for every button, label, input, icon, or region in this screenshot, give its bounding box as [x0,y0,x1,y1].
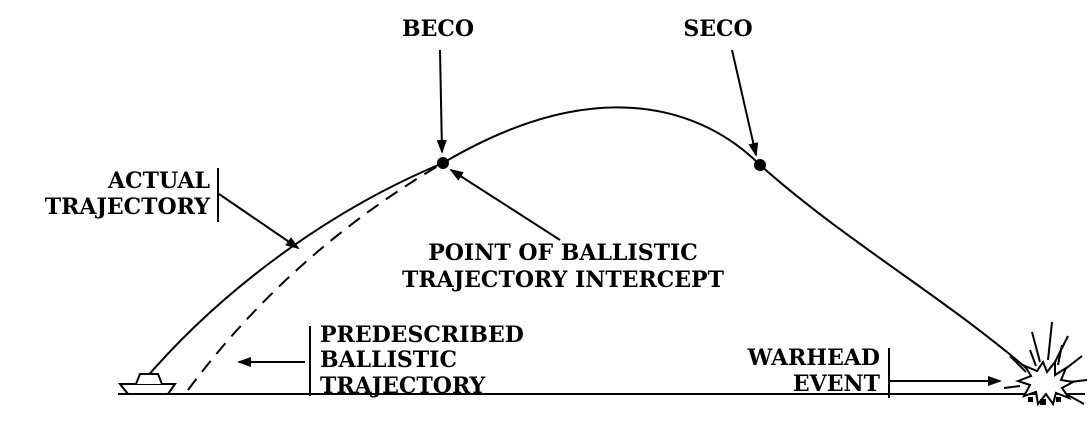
intercept-arrow [451,170,560,240]
actual-trajectory-arrow [219,194,298,248]
actual-trajectory-label-line-2: TRAJECTORY [45,194,211,220]
predescribed-label-line-2: BALLISTIC [320,347,457,373]
warhead-label-line-1: WARHEAD [747,345,880,371]
ship-icon [120,374,175,394]
burst-icon [1004,322,1087,404]
seco-label: SECO [683,16,752,42]
seco-arrow [732,50,756,155]
beco-point [437,157,449,169]
predescribed-label-line-1: PREDESCRIBED [320,322,524,348]
intercept-label-line-2: TRAJECTORY INTERCEPT [402,267,725,293]
actual-trajectory-label-line-1: ACTUAL [107,168,210,194]
seco-point [754,159,766,171]
warhead-label-line-2: EVENT [793,371,881,397]
intercept-label-line-1: POINT OF BALLISTIC [428,240,698,266]
beco-label: BECO [402,16,474,42]
predescribed-label-line-3: TRAJECTORY [320,373,486,399]
beco-arrow [440,50,442,152]
